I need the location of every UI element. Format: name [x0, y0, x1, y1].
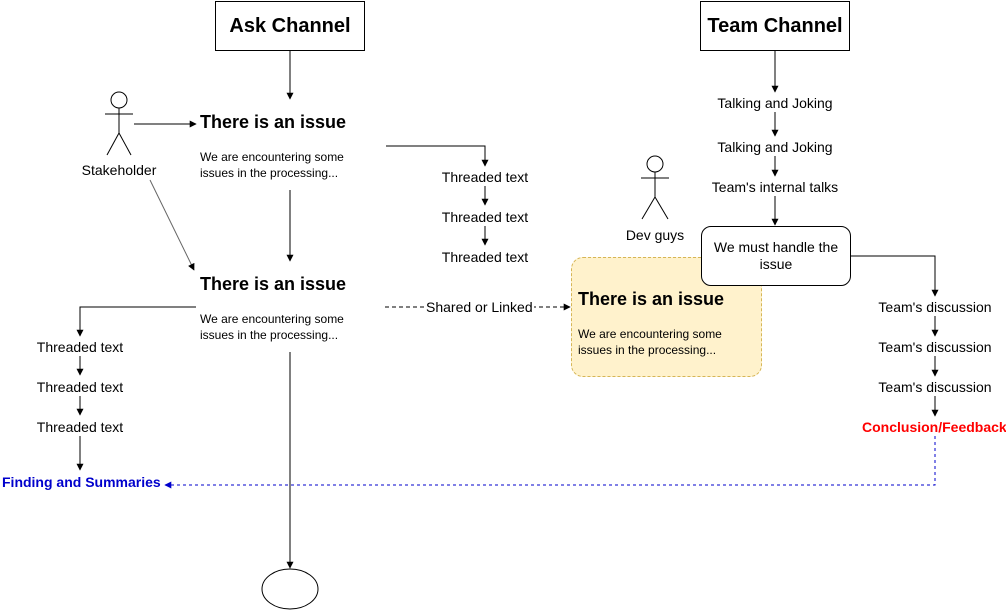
- end-ellipse: [261, 568, 319, 610]
- linked-issue-title: There is an issue: [578, 289, 725, 309]
- edge-handle-to-discussion: [851, 255, 939, 297]
- edge-stakeholder-to-issue2: [149, 179, 195, 271]
- ask-channel-title: Ask Channel: [229, 14, 351, 37]
- stakeholder-actor: [105, 91, 133, 156]
- team-internal: Team's internal talks: [711, 179, 839, 195]
- dev-actor: [641, 155, 669, 220]
- edge-feedback: [164, 436, 936, 489]
- thread1-item: Threaded text: [441, 169, 529, 185]
- team-discussion: Team's discussion: [878, 299, 992, 315]
- ask-channel-box: Ask Channel: [215, 1, 365, 51]
- team-discussion: Team's discussion: [878, 379, 992, 395]
- conclusion-label: Conclusion/Feedback: [862, 419, 1006, 435]
- stakeholder-label: Stakeholder: [81, 162, 157, 178]
- thread2-item: Threaded text: [36, 339, 124, 355]
- thread1-item: Threaded text: [441, 209, 529, 225]
- issue2-title: There is an issue: [200, 274, 347, 294]
- team-talk-2: Talking and Joking: [717, 139, 833, 155]
- shared-label: Shared or Linked: [425, 299, 534, 315]
- handle-issue-box: We must handle the issue: [701, 226, 851, 286]
- linked-issue-body: We are encountering some issues in the p…: [578, 327, 722, 357]
- edge-issue2-to-thread: [76, 306, 196, 337]
- team-discussion: Team's discussion: [878, 339, 992, 355]
- issue1-title: There is an issue: [200, 112, 347, 132]
- handle-issue-text: We must handle the issue: [713, 239, 839, 272]
- thread2-item: Threaded text: [36, 379, 124, 395]
- edge-issue1-to-thread: [386, 145, 489, 167]
- team-channel-title: Team Channel: [707, 14, 843, 37]
- findings-label: Finding and Summaries: [2, 474, 161, 490]
- issue1-body: We are encountering some issues in the p…: [200, 150, 344, 180]
- thread2-item: Threaded text: [36, 419, 124, 435]
- thread1-item: Threaded text: [441, 249, 529, 265]
- team-talk-1: Talking and Joking: [717, 95, 833, 111]
- issue2-body: We are encountering some issues in the p…: [200, 312, 344, 342]
- team-channel-box: Team Channel: [700, 1, 850, 51]
- linked-issue-card: There is an issue We are encountering so…: [571, 257, 762, 377]
- dev-label: Dev guys: [625, 227, 685, 243]
